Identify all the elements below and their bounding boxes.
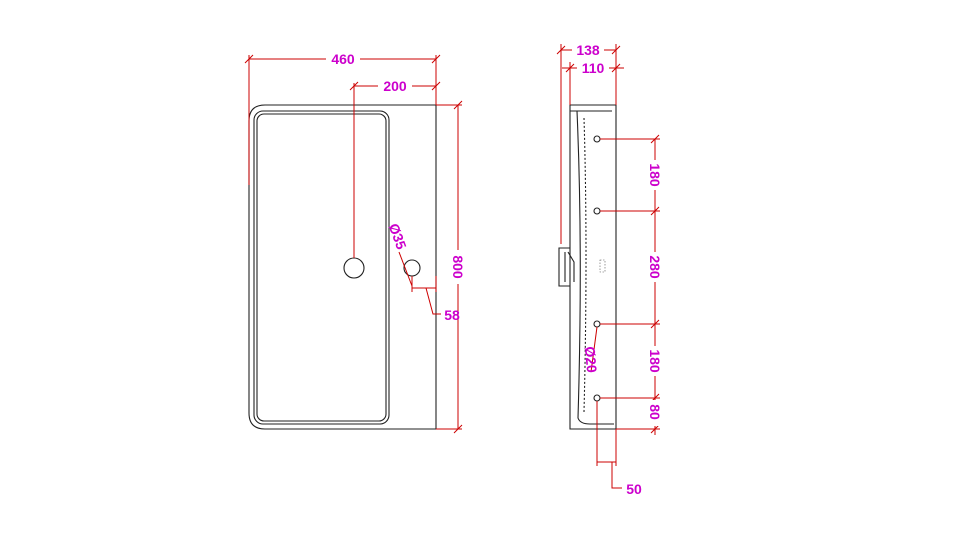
spacing-top-label: 180	[647, 163, 663, 187]
inner-depth-label: 110	[582, 60, 605, 76]
side-body-outline	[569, 104, 617, 430]
side-drain-pipe	[558, 247, 570, 287]
fixing-hole-1	[593, 135, 601, 143]
depth-label: 138	[576, 42, 600, 58]
basin-outer-outline	[248, 104, 437, 430]
side-view: 138 110 180 280 180 80 Ø20	[556, 42, 664, 497]
fixing-hole-4	[593, 394, 601, 402]
hole-inset-label: 50	[626, 481, 642, 497]
basin-inner-bowl	[253, 110, 390, 425]
front-view: 460 200 800 Ø35 58	[244, 50, 468, 434]
overflow-slot	[599, 259, 606, 273]
bottom-offset-label: 80	[647, 404, 663, 420]
tap-hole	[403, 259, 421, 277]
fixing-hole-3	[593, 320, 601, 328]
spacing-lower-label: 180	[647, 349, 663, 373]
spacing-middle-label: 280	[647, 255, 663, 279]
width-label: 460	[331, 51, 355, 67]
side-bowl-profile	[576, 110, 614, 425]
basin-inner-bowl-edge	[256, 113, 387, 422]
tap-offset-label: 200	[383, 78, 407, 94]
hole-diameter-label: Ø20	[582, 346, 600, 374]
fixing-hole-2	[593, 207, 601, 215]
side-offset-label: 58	[444, 307, 460, 323]
height-label: 800	[450, 255, 466, 279]
drain-hole	[343, 257, 365, 279]
